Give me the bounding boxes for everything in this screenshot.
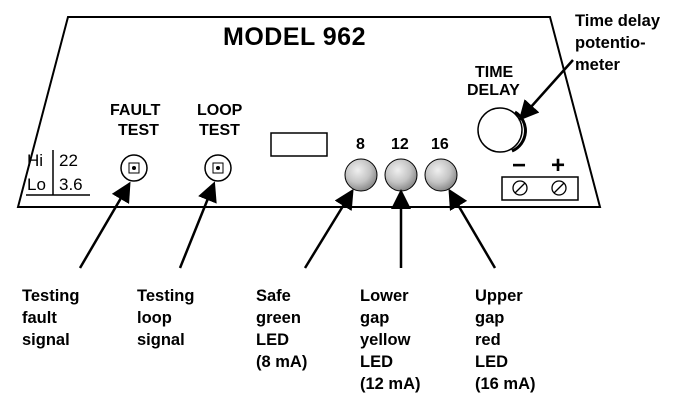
led-12-label: 12 <box>391 136 409 153</box>
display-window <box>270 132 328 157</box>
arrow-fault-test <box>78 181 131 269</box>
callout-testing-fault-signal: Testing fault signal <box>22 287 80 349</box>
led-16-red <box>424 158 458 192</box>
time-delay-knob[interactable] <box>477 107 527 153</box>
terminal-screw-plus[interactable] <box>551 180 567 196</box>
plus-sign: + <box>551 152 566 179</box>
led-12-yellow <box>384 158 418 192</box>
callout-lower-gap-yellow-led: Lower gap yellow LED (12 mA) <box>360 287 421 393</box>
model-title: MODEL 962 <box>223 23 366 51</box>
terminal-block <box>501 176 579 201</box>
time-delay-label-line2: DELAY <box>467 82 520 99</box>
arrow-time-delay <box>518 59 574 121</box>
led-16-label: 16 <box>431 136 449 153</box>
callout-time-delay-pot: Time delay potentio- meter <box>575 12 660 74</box>
led-8-green <box>344 158 378 192</box>
minus-sign: − <box>512 152 527 179</box>
callout-upper-gap-red-led: Upper gap red LED (16 mA) <box>475 287 536 393</box>
time-delay-label-line1: TIME <box>475 64 514 81</box>
hi-label: Hi <box>27 151 44 170</box>
arrow-green-led <box>303 188 354 269</box>
lo-value: 3.6 <box>59 175 83 194</box>
callout-safe-green-led: Safe green LED (8 mA) <box>256 287 308 371</box>
loop-test-label-line2: TEST <box>199 122 240 139</box>
loop-test-label-line1: LOOP <box>197 102 243 119</box>
loop-test-jack[interactable] <box>204 154 232 182</box>
fault-test-label-line2: TEST <box>118 122 159 139</box>
arrow-loop-test <box>178 181 217 269</box>
lo-label: Lo <box>27 175 46 194</box>
led-8-label: 8 <box>356 136 365 153</box>
arrow-red-led <box>448 188 497 269</box>
fault-test-jack[interactable] <box>120 154 148 182</box>
terminal-screw-minus[interactable] <box>512 180 528 196</box>
fault-test-label-line1: FAULT <box>110 102 161 119</box>
callout-testing-loop-signal: Testing loop signal <box>137 287 195 349</box>
hi-value: 22 <box>59 151 78 170</box>
